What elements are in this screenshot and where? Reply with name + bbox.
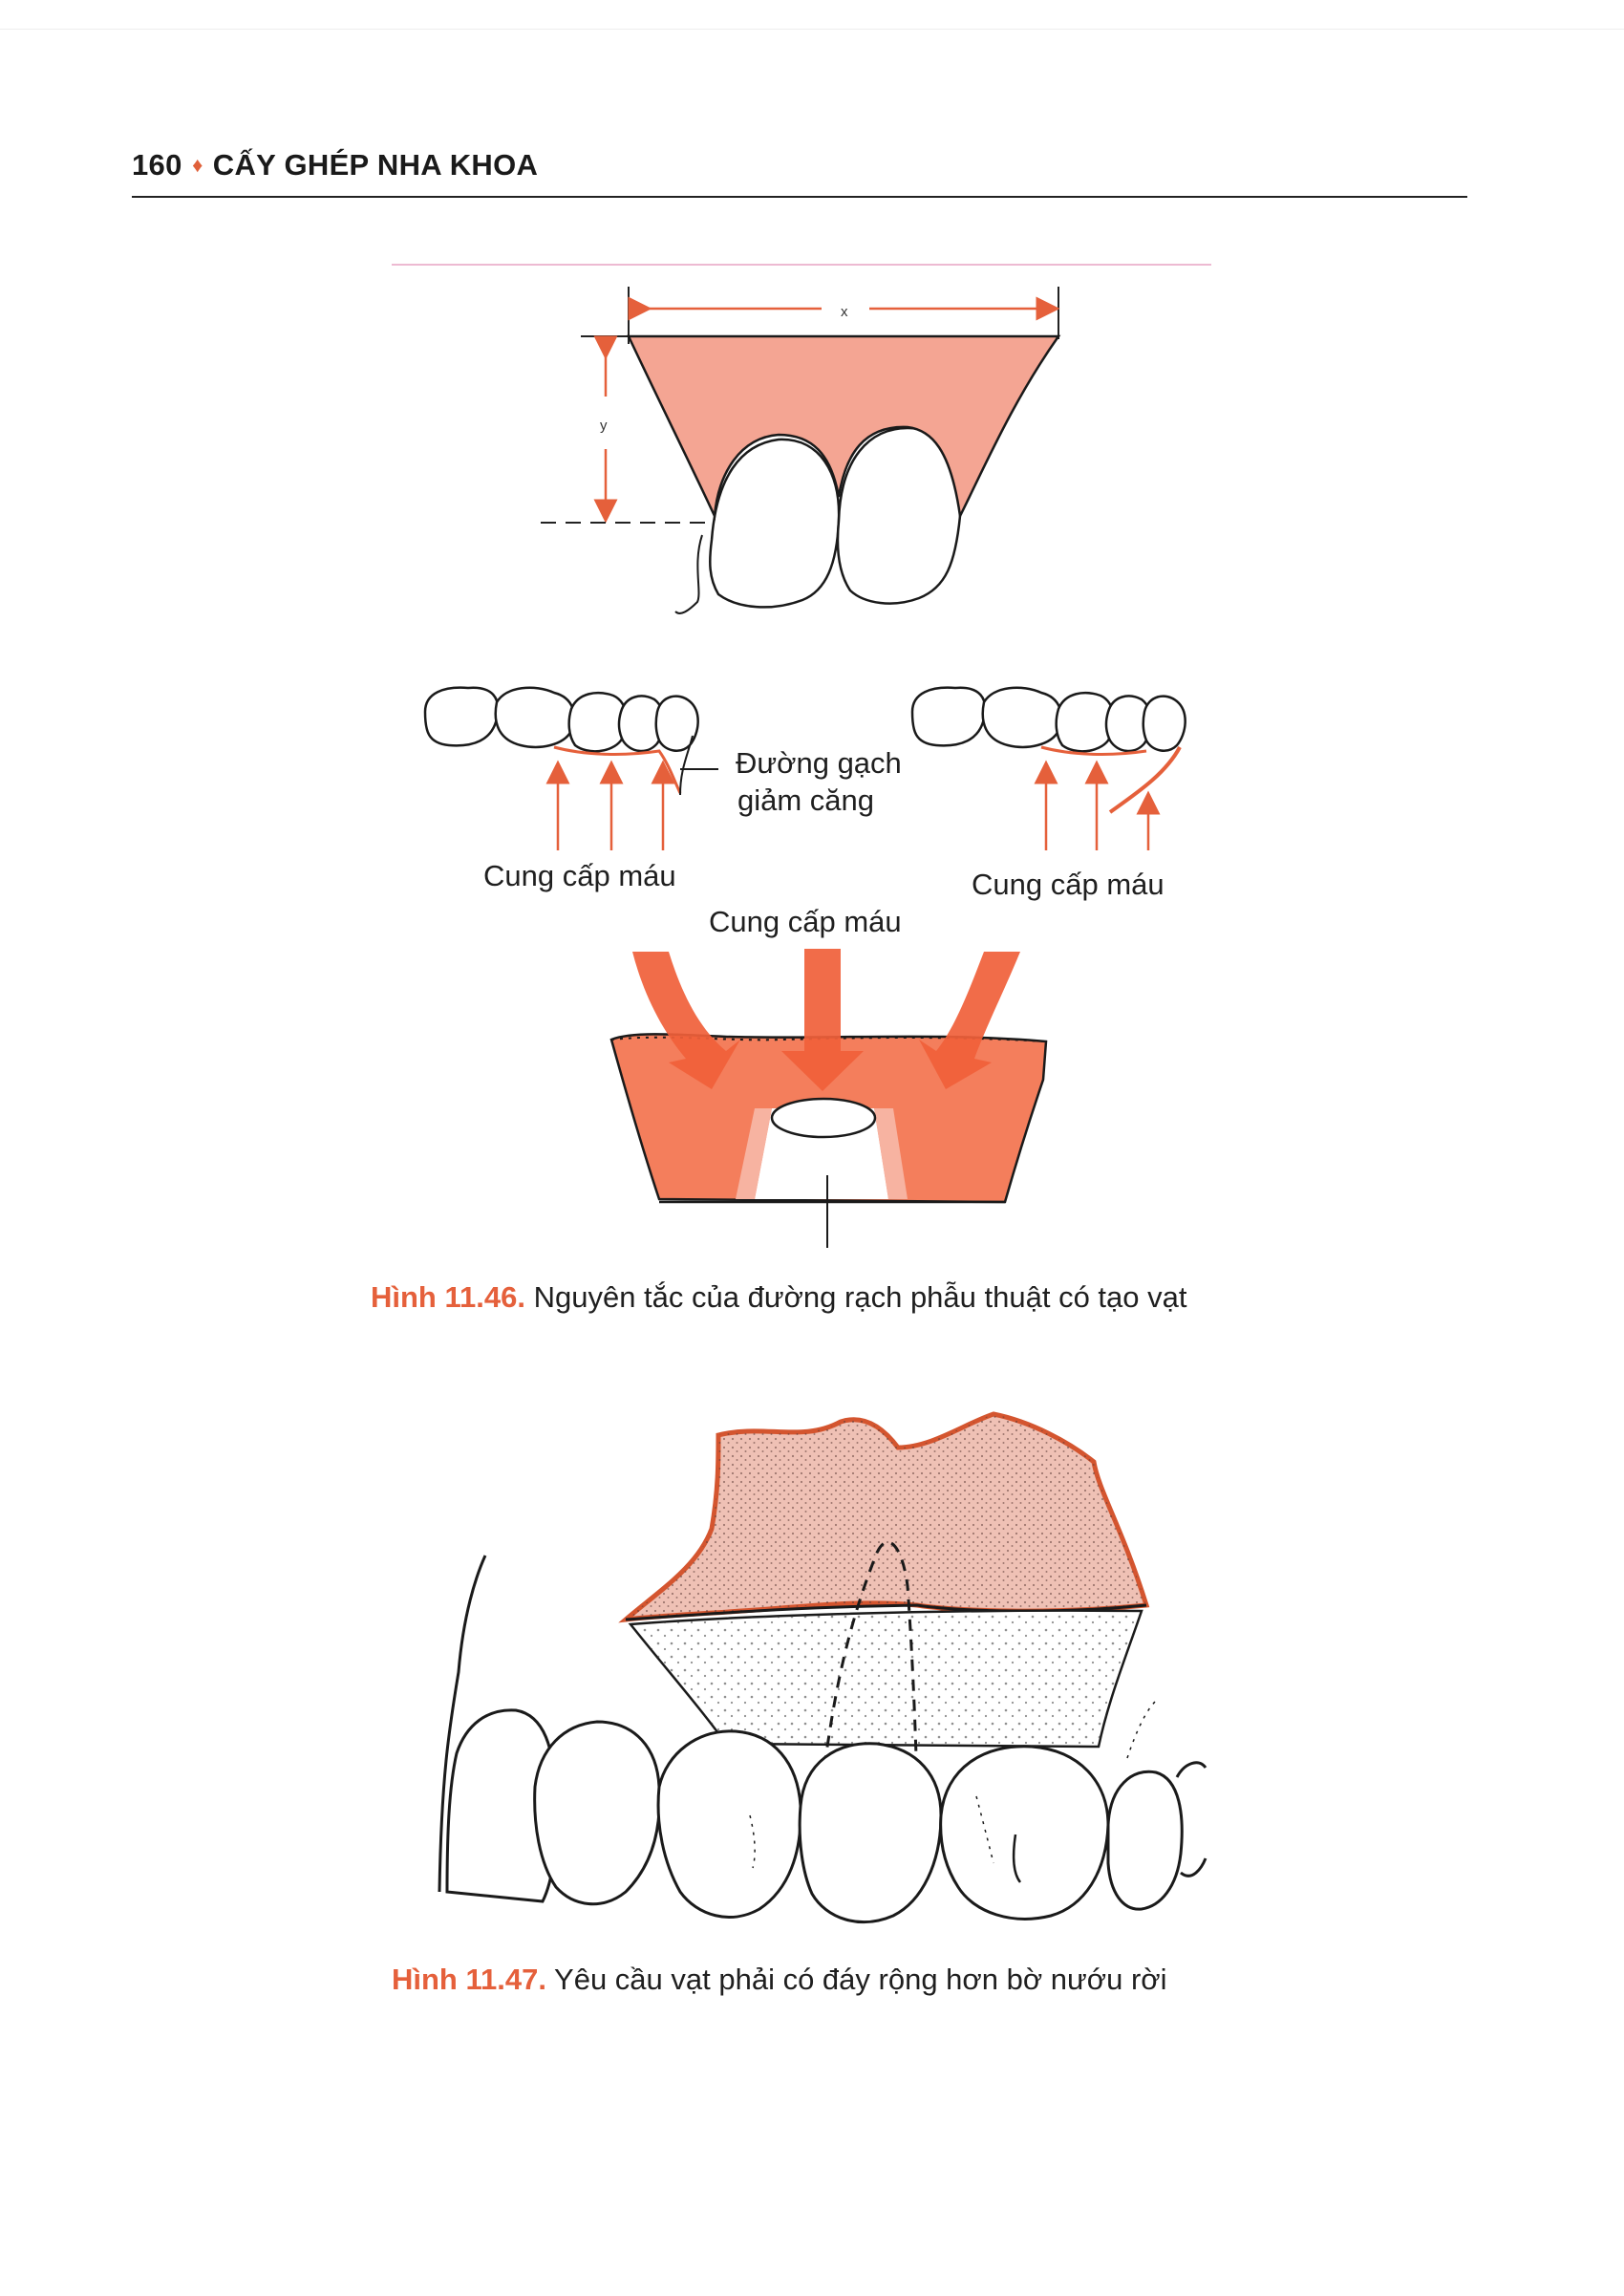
blood-supply-label-center: Cung cấp máu: [709, 905, 902, 938]
dim-y-label: y: [600, 418, 608, 434]
dashed-incision-line: [820, 1540, 919, 1788]
lower-teeth-row: [438, 1555, 1207, 1924]
release-incision-label-line1: Đường gạch: [736, 746, 902, 780]
exposed-bone: [628, 1540, 1143, 1788]
figure-11-47: [438, 1411, 1207, 1924]
figure-11-46: x y: [392, 264, 1211, 1248]
caption-text: Nguyên tắc của đường rạch phẫu thuật có …: [524, 1280, 1187, 1314]
caption-figure-11-47: Hình 11.47. Yêu cầu vạt phải có đáy rộng…: [392, 1963, 1167, 1997]
header-rule: [132, 196, 1467, 198]
blood-supply-label-left: Cung cấp máu: [483, 859, 676, 892]
occlusal-row-right: [910, 686, 1186, 850]
caption-number: Hình 11.47.: [392, 1963, 546, 1996]
dim-x-label: x: [841, 304, 848, 320]
caption-figure-11-46: Hình 11.46. Nguyên tắc của đường rạch ph…: [371, 1280, 1187, 1315]
flap-trapezoid-diagram: [541, 287, 1061, 614]
flap-block-diagram: [609, 949, 1048, 1248]
caption-text: Yêu cầu vạt phải có đáy rộng hơn bờ nướu…: [545, 1963, 1167, 1996]
page-number: 160: [132, 148, 182, 182]
diamond-icon: ♦: [192, 153, 203, 177]
caption-number: Hình 11.46.: [371, 1280, 525, 1314]
release-incision-label-line2: giảm căng: [737, 783, 875, 817]
running-header: 160 ♦ CẤY GHÉP NHA KHOA: [132, 148, 1469, 196]
flap-hole: [770, 1097, 877, 1139]
blood-supply-label-right: Cung cấp máu: [972, 868, 1165, 901]
raised-flap: [618, 1411, 1150, 1623]
occlusal-row-left: [423, 686, 718, 850]
flap-shape: [627, 334, 1061, 521]
scan-top-edge: [0, 0, 1624, 30]
incisor-right: [836, 426, 963, 605]
book-title: CẤY GHÉP NHA KHOA: [212, 148, 539, 182]
